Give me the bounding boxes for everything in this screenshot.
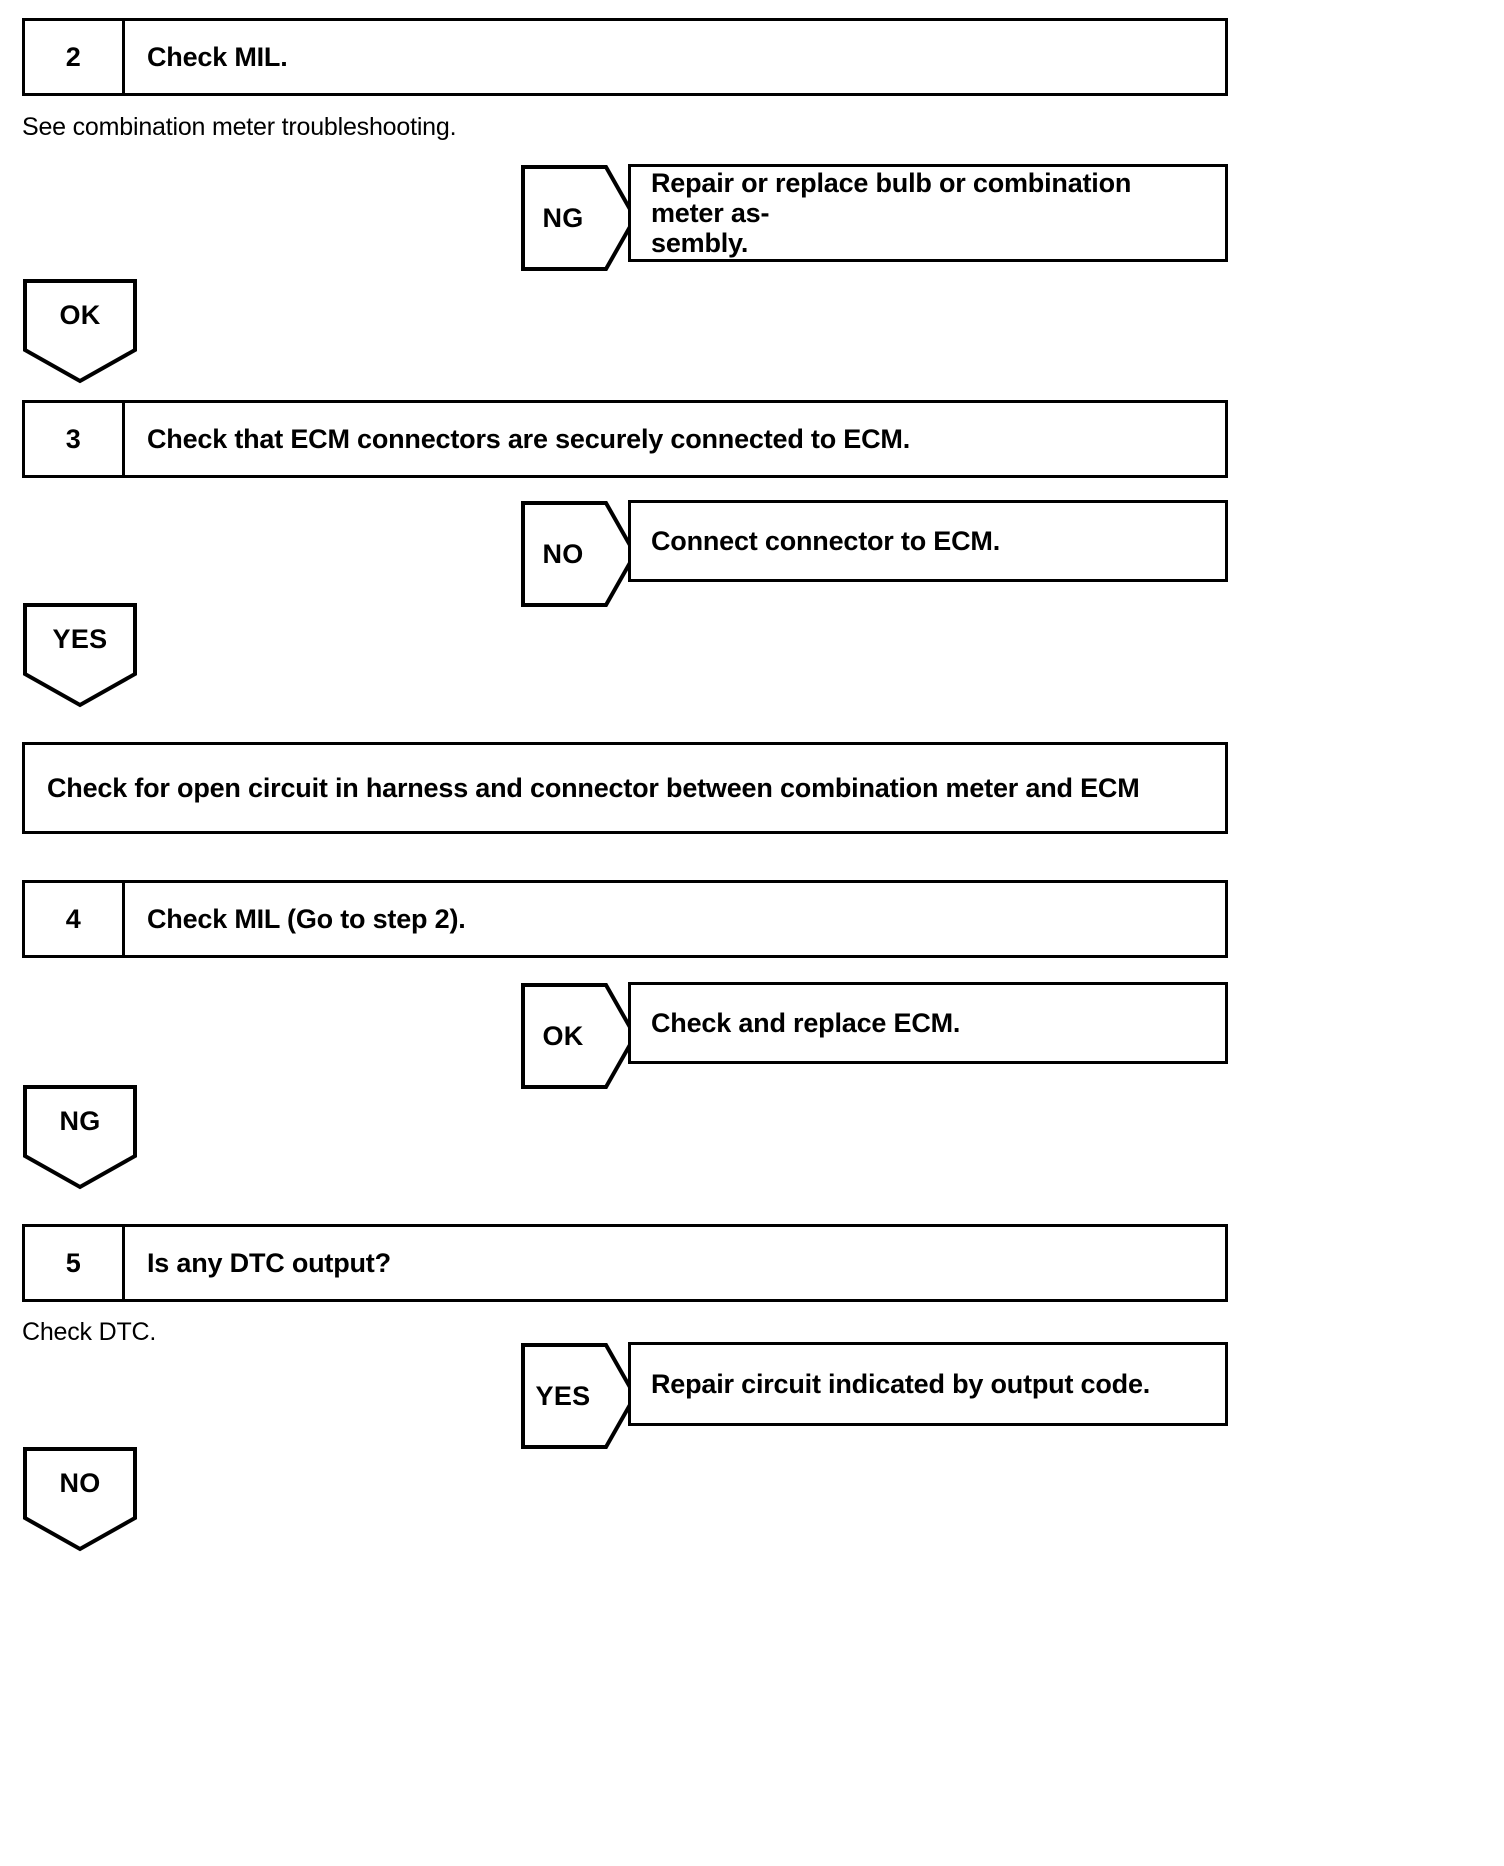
action-box-no-step3[interactable]: Connect connector to ECM. <box>628 500 1228 582</box>
tag-arrow-shape <box>521 1343 638 1449</box>
step-box-5[interactable]: 5 Is any DTC output? <box>22 1224 1228 1302</box>
step-2-note: See combination meter troubleshooting. <box>22 113 457 141</box>
connector-label: OK <box>59 299 101 330</box>
step-5-note: Check DTC. <box>22 1318 157 1346</box>
inspection-text: Check for open circuit in harness and co… <box>47 772 1140 803</box>
judgement-label: NG <box>542 202 584 233</box>
connector-tag-yes[interactable]: YES <box>22 602 138 708</box>
connector-label: NO <box>59 1467 101 1498</box>
tag-arrow-shape <box>521 165 638 271</box>
judgement-label: OK <box>542 1020 584 1051</box>
step-number: 5 <box>25 1227 125 1299</box>
connector-tag-ng[interactable]: NG <box>22 1084 138 1190</box>
tag-down-shape <box>23 279 137 384</box>
step-box-2[interactable]: 2 Check MIL. <box>22 18 1228 96</box>
connector-label: NG <box>59 1105 101 1136</box>
step-box-4[interactable]: 4 Check MIL (Go to step 2). <box>22 880 1228 958</box>
action-line-2: sembly. <box>651 228 749 259</box>
step-number: 4 <box>25 883 125 955</box>
action-line-1: Connect connector to ECM. <box>651 525 1001 556</box>
judgement-tag-ng-step2[interactable]: NG <box>520 164 638 272</box>
judgement-label: NO <box>542 538 584 569</box>
tag-arrow-shape <box>521 983 638 1089</box>
step-number: 3 <box>25 403 125 475</box>
inspection-box[interactable]: Check for open circuit in harness and co… <box>22 742 1228 834</box>
judgement-label: YES <box>535 1380 591 1411</box>
step-number: 2 <box>25 21 125 93</box>
tag-down-shape <box>23 603 137 708</box>
step-title: Check MIL. <box>147 41 288 72</box>
action-box-ok-step4[interactable]: Check and replace ECM. <box>628 982 1228 1064</box>
judgement-tag-ok-step4[interactable]: OK <box>520 982 638 1090</box>
action-line-1: Repair or replace bulb or combination me… <box>651 167 1132 228</box>
connector-label: YES <box>52 623 108 654</box>
step-title: Is any DTC output? <box>147 1247 391 1278</box>
step-title: Check MIL (Go to step 2). <box>147 903 466 934</box>
action-box-yes-step5[interactable]: Repair circuit indicated by output code. <box>628 1342 1228 1426</box>
tag-down-shape <box>23 1447 137 1552</box>
step-title: Check that ECM connectors are securely c… <box>147 423 911 454</box>
step-box-3[interactable]: 3 Check that ECM connectors are securely… <box>22 400 1228 478</box>
tag-arrow-shape <box>521 501 638 607</box>
judgement-tag-no-step3[interactable]: NO <box>520 500 638 608</box>
judgement-tag-yes-step5[interactable]: YES <box>520 1342 638 1450</box>
action-box-ng-step2[interactable]: Repair or replace bulb or combination me… <box>628 164 1228 262</box>
action-line-1: Repair circuit indicated by output code. <box>651 1368 1151 1399</box>
connector-tag-ok[interactable]: OK <box>22 278 138 384</box>
tag-down-shape <box>23 1085 137 1190</box>
connector-tag-no[interactable]: NO <box>22 1446 138 1552</box>
action-line-1: Check and replace ECM. <box>651 1007 961 1038</box>
